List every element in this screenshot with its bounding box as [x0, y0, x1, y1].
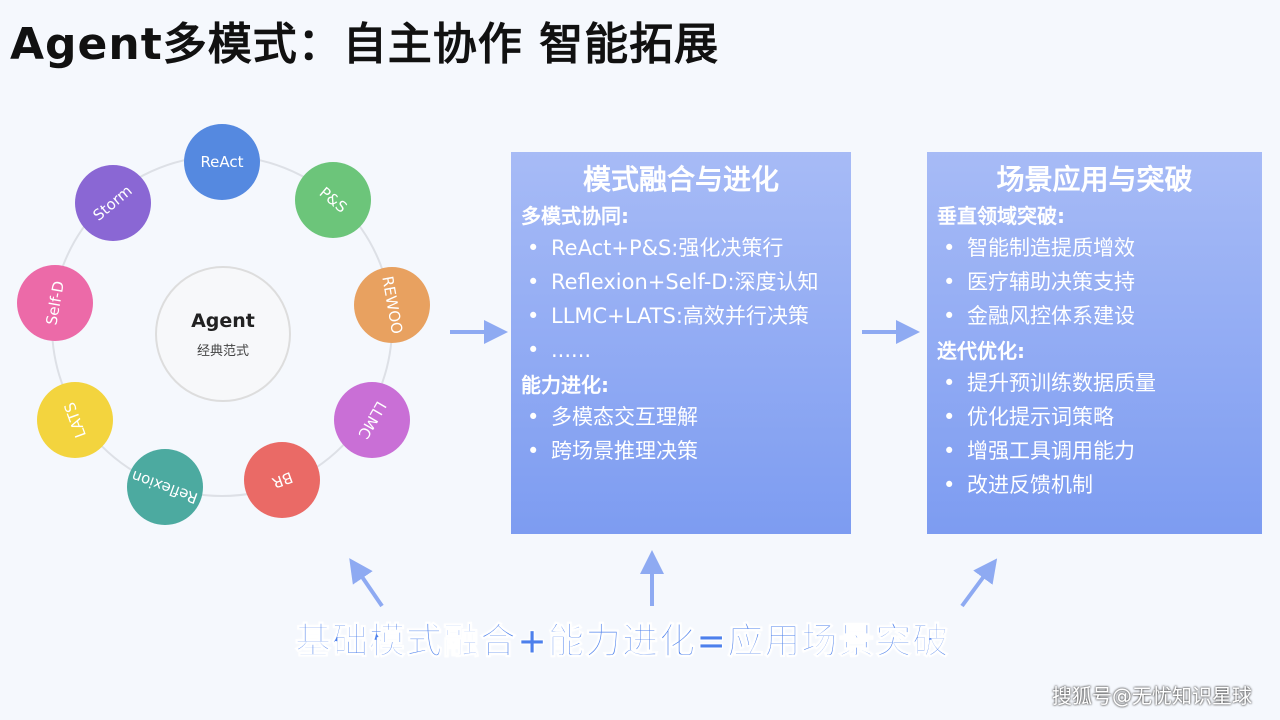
center-subtitle: 经典范式	[196, 343, 249, 359]
node-llmc: LLMC	[334, 382, 410, 458]
node-react: ReAct	[184, 124, 260, 200]
application-heading-1: 垂直领域突破:	[937, 204, 1065, 228]
node-storm: Storm	[75, 165, 151, 241]
node-lats: LATS	[37, 382, 113, 458]
list-item: 改进反馈机制	[937, 468, 1252, 502]
node-br: BR	[244, 442, 320, 518]
list-item: LLMC+LATS:高效并行决策	[521, 299, 841, 333]
fusion-heading-2: 能力进化:	[521, 373, 609, 397]
fusion-heading-1: 多模式协同:	[521, 204, 629, 228]
arrow-up-icon	[960, 558, 998, 608]
watermark: 搜狐号@无忧知识星球	[1052, 684, 1252, 708]
center-title: Agent	[191, 309, 255, 332]
formula-text: 基础模式融合+能力进化=应用场景突破	[294, 621, 950, 663]
node-reflexion: Reflexion	[127, 449, 203, 525]
list-item: 跨场景推理决策	[521, 434, 841, 468]
list-item: 增强工具调用能力	[937, 434, 1252, 468]
fusion-box: 模式融合与进化 多模式协同: ReAct+P&S:强化决策行 Reflexion…	[511, 152, 851, 534]
fusion-title: 模式融合与进化	[582, 163, 779, 196]
list-item: 智能制造提质增效	[937, 231, 1252, 265]
list-item: 多模态交互理解	[521, 400, 841, 434]
list-item: 金融风控体系建设	[937, 299, 1252, 333]
application-title: 场景应用与突破	[996, 163, 1193, 196]
list-item: 提升预训练数据质量	[937, 366, 1252, 400]
page-title: Agent多模式：自主协作 智能拓展	[10, 19, 720, 70]
list-item: ......	[521, 333, 841, 367]
arrow-up-icon	[349, 558, 384, 608]
list-item: 医疗辅助决策支持	[937, 265, 1252, 299]
node-ps: P&S	[295, 162, 371, 238]
application-heading-2: 迭代优化:	[937, 339, 1025, 363]
list-item: 优化提示词策略	[937, 400, 1252, 434]
list-item: Reflexion+Self-D:深度认知	[521, 265, 841, 299]
node-label: ReAct	[200, 153, 244, 171]
agent-center: Agent 经典范式	[155, 266, 291, 402]
node-rewoo: REWOO	[354, 267, 430, 343]
application-box: 场景应用与突破 垂直领域突破: 智能制造提质增效 医疗辅助决策支持 金融风控体系…	[927, 152, 1262, 534]
node-selfd: Self-D	[17, 265, 93, 341]
list-item: ReAct+P&S:强化决策行	[521, 231, 841, 265]
